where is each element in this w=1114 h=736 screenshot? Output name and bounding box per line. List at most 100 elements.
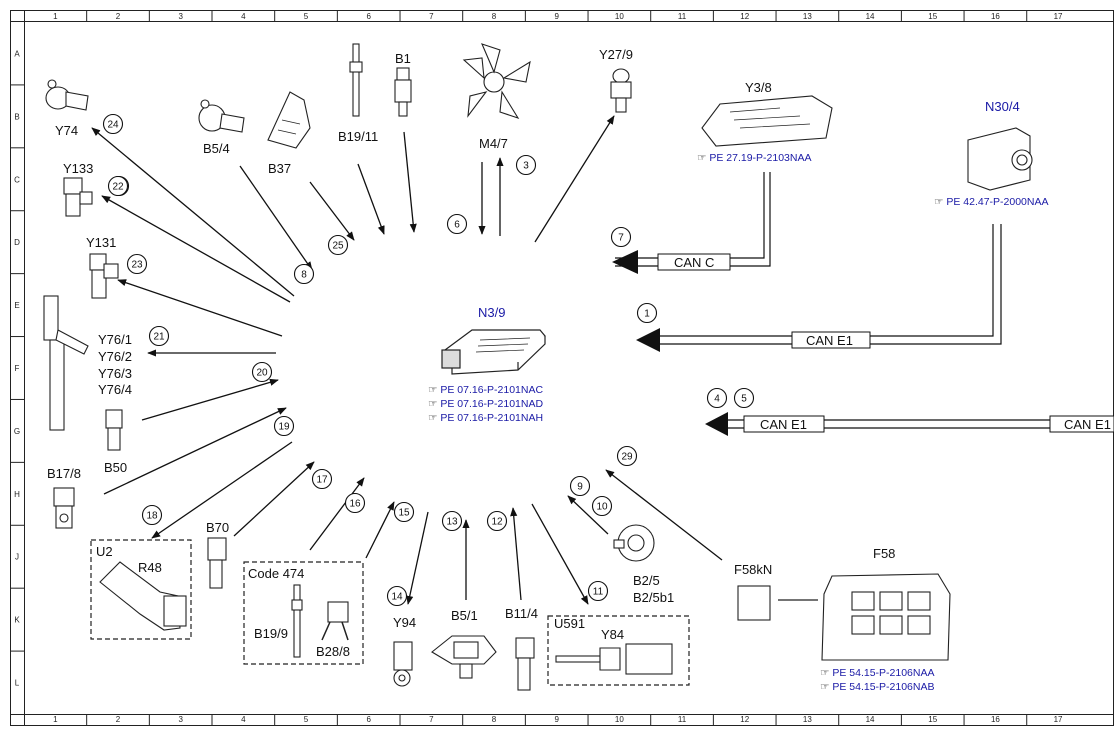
grid-row-K: K — [14, 616, 20, 625]
grid-row-B: B — [14, 112, 19, 121]
arrow-9-10 — [567, 495, 609, 535]
bus-can-e1-label-upper: CAN E1 — [806, 333, 853, 348]
callout-circle — [441, 510, 463, 532]
grid-col-top-11: 11 — [678, 12, 687, 21]
arrow-23 — [117, 279, 283, 337]
group-box-code-474 — [243, 561, 364, 665]
arrow-14 — [406, 511, 429, 605]
grid-row-H: H — [14, 490, 20, 499]
grid-col-top-9: 9 — [554, 12, 559, 21]
callout-number-10: 10 — [596, 502, 608, 513]
callout-circle — [636, 302, 658, 324]
label-y76-2: Y76/2 — [98, 349, 132, 364]
label-f58kn: F58kN — [734, 562, 772, 577]
arrow-11 — [531, 503, 589, 605]
callout-29: 29 — [616, 445, 638, 467]
callout-circle — [515, 154, 537, 176]
callout-circle — [141, 504, 163, 526]
callout-number-4: 4 — [714, 394, 720, 405]
grid-row-J: J — [15, 553, 19, 562]
bus-can-e1-label-right: CAN E1 — [1064, 417, 1111, 432]
bus-can-c-arrowhead — [612, 250, 638, 274]
callout-16: 16 — [344, 492, 366, 514]
callout-20: 20 — [251, 361, 273, 383]
b19-11-temp-sensor-icon — [349, 43, 363, 117]
callout-25: 25 — [327, 234, 349, 256]
callout-12: 12 — [486, 510, 508, 532]
grid-row-L: L — [15, 679, 20, 688]
m4-7-fan-icon — [462, 43, 531, 120]
grid-col-top-15: 15 — [928, 12, 937, 21]
b28-8-pressure-sensor-icon — [321, 601, 349, 641]
grid-col-bottom-4: 4 — [241, 715, 246, 724]
grid-col-bottom-6: 6 — [366, 715, 371, 724]
bus-can-c-box — [657, 253, 731, 271]
label-y94: Y94 — [393, 615, 416, 630]
callout-number-8: 8 — [301, 270, 307, 281]
grid-col-bottom-7: 7 — [429, 715, 434, 724]
grid-col-bottom-11: 11 — [678, 715, 687, 724]
callout-circle — [126, 253, 148, 275]
y3-8-control-unit-icon — [701, 95, 833, 147]
svg-text:☞ PE 07.16-P-2101NAD: ☞ PE 07.16-P-2101NAD — [428, 398, 543, 410]
callout-8: 8 — [293, 263, 315, 285]
grid-row-C: C — [14, 175, 20, 184]
grid-col-bottom-1: 1 — [53, 715, 58, 724]
grid-col-top-16: 16 — [991, 12, 1000, 21]
bus-can-c-label: CAN C — [674, 255, 714, 270]
callout-circle — [616, 445, 638, 467]
callout-number-29: 29 — [621, 452, 633, 463]
grid-col-top-17: 17 — [1054, 12, 1063, 21]
callout-number-11: 11 — [593, 587, 604, 598]
callout-number-19: 19 — [278, 422, 290, 433]
callout-number-1: 1 — [644, 309, 650, 320]
ecu-reference-list: ☞ PE 07.16-P-2101NAC ☞ PE 07.16-P-2101NA… — [428, 384, 543, 424]
y74-valve-icon — [45, 79, 89, 111]
callout-circle — [344, 492, 366, 514]
group-box-u591 — [547, 615, 690, 686]
callout-17: 17 — [311, 468, 333, 490]
callout-number-20: 20 — [256, 368, 268, 379]
arrow-8 — [239, 165, 313, 271]
y94-valve-icon — [393, 641, 413, 687]
grid-col-bottom-2: 2 — [116, 715, 121, 724]
callout-circle — [610, 226, 632, 248]
callout-circle — [107, 175, 129, 197]
f58-fuse-box-icon — [821, 573, 951, 661]
bus-can-e1-upper-line — [660, 224, 1002, 345]
bus-can-e1-box-lower — [743, 415, 825, 433]
grid-row-A: A — [14, 49, 20, 58]
callout-19: 19 — [273, 415, 295, 437]
label-code-474: Code 474 — [248, 566, 304, 581]
callout-10: 10 — [591, 495, 613, 517]
callout-circle — [386, 585, 408, 607]
grid-col-bottom-10: 10 — [615, 715, 624, 724]
callout-11: 11 — [587, 580, 609, 602]
grid-col-top-4: 4 — [241, 12, 246, 21]
label-y74: Y74 — [55, 123, 78, 138]
callout-circle — [486, 510, 508, 532]
callout-circle — [733, 387, 755, 409]
callout-number-24: 24 — [107, 120, 119, 131]
arrow-19 — [103, 407, 287, 495]
y84-actuator-icon — [555, 643, 673, 675]
callout-number-22: 22 — [112, 182, 124, 193]
callout-circle — [293, 263, 315, 285]
control-unit-n3-9: N3/9 ☞ PE 07.16-P-2101NAC ☞ PE 07.16-P-2… — [428, 305, 546, 424]
component-labels: Y74 B5/4 B37 B19/11 B1 M4/7 Y27/9 Y3/8 ☞… — [47, 47, 1049, 693]
callout-number-13: 13 — [446, 517, 458, 528]
label-b1: B1 — [395, 51, 411, 66]
label-b2-5b1: B2/5b1 — [633, 590, 674, 605]
bus-can-e1-box-right — [1049, 415, 1114, 433]
label-u2: U2 — [96, 544, 113, 559]
grid-col-bottom-16: 16 — [991, 715, 1000, 724]
callout-1: 1 — [636, 302, 658, 324]
y133-valve-icon — [63, 177, 93, 217]
svg-text:☞ PE 07.16-P-2101NAC: ☞ PE 07.16-P-2101NAC — [428, 384, 543, 396]
bus-can-e1-upper-arrowhead — [636, 328, 660, 352]
callout-number-3: 3 — [523, 161, 529, 172]
grid-row-E: E — [14, 301, 19, 310]
svg-text:☞ PE 54.15-P-2106NAA: ☞ PE 54.15-P-2106NAA — [820, 667, 935, 679]
